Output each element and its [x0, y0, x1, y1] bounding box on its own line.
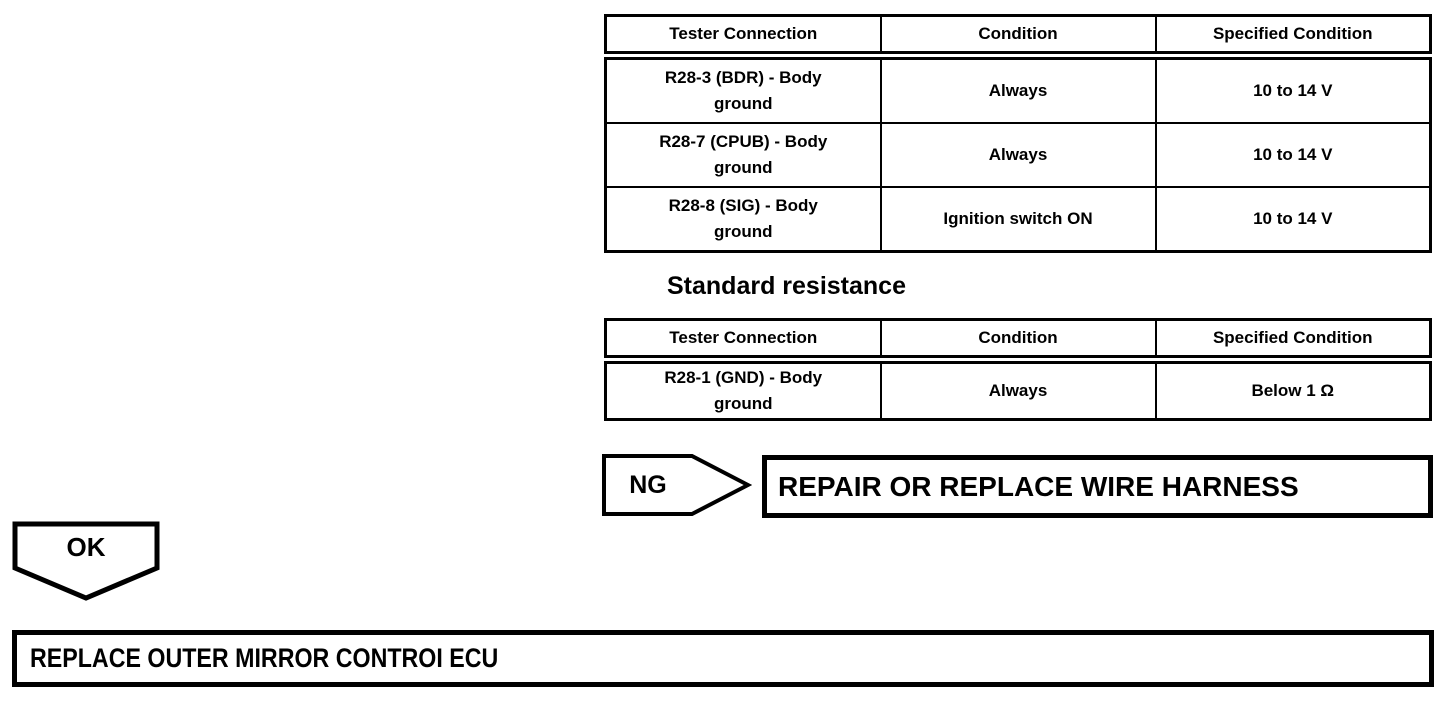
- column-header-condition: Condition: [879, 318, 1157, 364]
- column-header-specified-condition: Specified Condition: [1154, 318, 1432, 364]
- cell-specified-condition: Below 1 Ω: [1154, 358, 1432, 421]
- cell-specified-condition: 10 to 14 V: [1154, 54, 1432, 124]
- table-row: R28-7 (CPUB) - Body ground Always 10 to …: [604, 122, 1432, 188]
- replace-action-text: REPLACE OUTER MIRROR CONTROI ECU: [30, 643, 499, 673]
- ok-label: OK: [66, 531, 106, 562]
- cell-tester-connection: R28-8 (SIG) - Body ground: [604, 186, 882, 253]
- cell-tester-connection: R28-1 (GND) - Body ground: [604, 358, 882, 421]
- column-header-tester-connection: Tester Connection: [604, 14, 882, 60]
- cell-tester-connection: R28-3 (BDR) - Body ground: [604, 54, 882, 124]
- table-row: R28-8 (SIG) - Body ground Ignition switc…: [604, 186, 1432, 253]
- cell-condition: Always: [879, 122, 1157, 188]
- table-header-row: Tester Connection Condition Specified Co…: [604, 14, 1432, 60]
- table-row: R28-1 (GND) - Body ground Always Below 1…: [604, 358, 1432, 421]
- ng-label: NG: [629, 470, 667, 499]
- cell-specified-condition: 10 to 14 V: [1154, 122, 1432, 188]
- column-header-specified-condition: Specified Condition: [1154, 14, 1432, 60]
- table-row: R28-3 (BDR) - Body ground Always 10 to 1…: [604, 54, 1432, 124]
- table-header-row: Tester Connection Condition Specified Co…: [604, 318, 1432, 364]
- cell-condition: Always: [879, 54, 1157, 124]
- ng-arrow-pentagon-icon: [602, 454, 752, 516]
- standard-resistance-heading: Standard resistance: [667, 272, 906, 300]
- cell-specified-condition: 10 to 14 V: [1154, 186, 1432, 253]
- ok-arrow: OK: [12, 521, 160, 601]
- cell-condition: Always: [879, 358, 1157, 421]
- repair-action-text: REPAIR OR REPLACE WIRE HARNESS: [778, 470, 1299, 502]
- voltage-spec-table: Tester Connection Condition Specified Co…: [604, 14, 1432, 253]
- cell-condition: Ignition switch ON: [879, 186, 1157, 253]
- repair-action-box: REPAIR OR REPLACE WIRE HARNESS: [762, 455, 1433, 518]
- cell-tester-connection: R28-7 (CPUB) - Body ground: [604, 122, 882, 188]
- resistance-spec-table: Tester Connection Condition Specified Co…: [604, 318, 1432, 421]
- replace-action-box: REPLACE OUTER MIRROR CONTROI ECU: [12, 630, 1434, 687]
- ok-arrow-pentagon-icon: [12, 521, 160, 601]
- ng-arrow: NG: [602, 454, 752, 516]
- column-header-tester-connection: Tester Connection: [604, 318, 882, 364]
- column-header-condition: Condition: [879, 14, 1157, 60]
